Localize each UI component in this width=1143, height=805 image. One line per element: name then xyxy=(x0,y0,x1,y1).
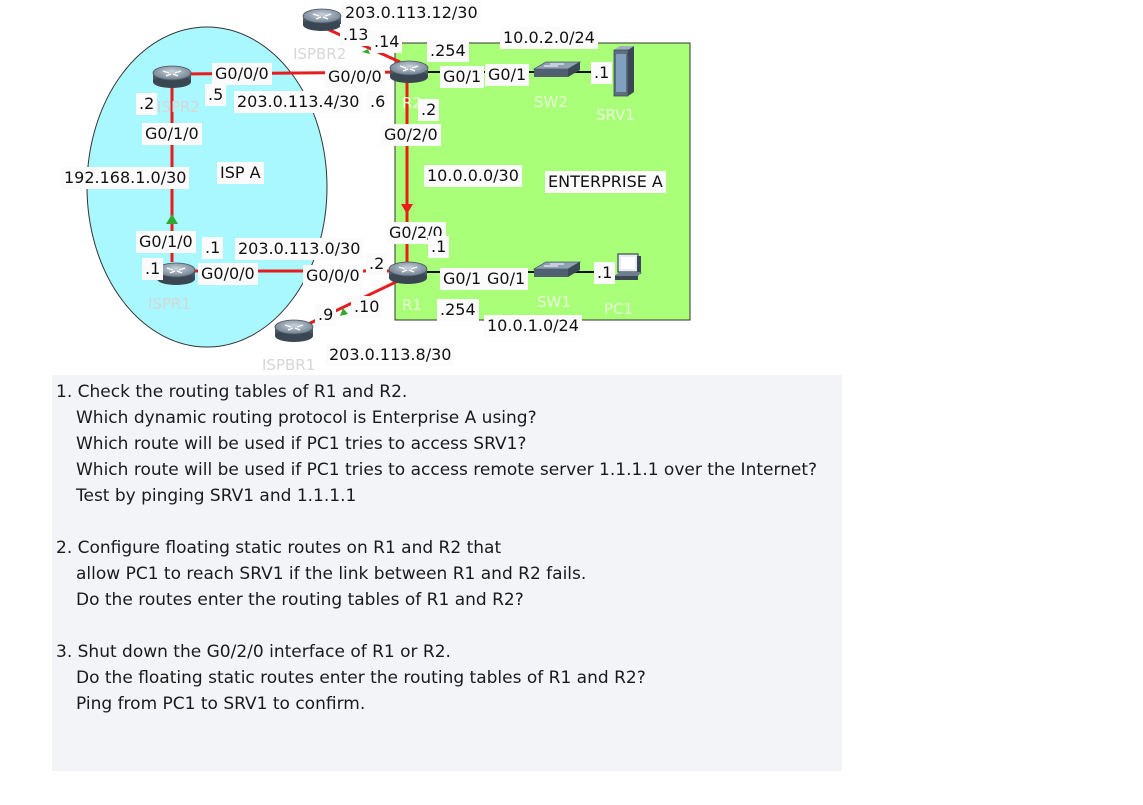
link-state-arrow-down xyxy=(401,204,413,214)
ip-label: .2 xyxy=(136,93,158,115)
ip-label: .10 xyxy=(351,296,383,318)
task-line: Which route will be used if PC1 tries to… xyxy=(76,434,527,454)
network-label: 203.0.113.12/30 xyxy=(342,2,481,24)
ip-label: .1 xyxy=(202,237,224,259)
link-state-arrow-ispbr2 xyxy=(362,49,370,54)
task-line: 2. Configure floating static routes on R… xyxy=(56,538,502,558)
ip-label: .2 xyxy=(418,99,440,121)
router-icon[interactable] xyxy=(156,262,196,285)
task-line: Which route will be used if PC1 tries to… xyxy=(76,460,818,480)
device-label-ispbr1: ISPBR1 xyxy=(262,356,316,374)
task-line: Do the floating static routes enter the … xyxy=(76,668,646,688)
network-label: 203.0.113.8/30 xyxy=(326,344,455,366)
router-icon[interactable] xyxy=(302,8,342,31)
interface-label: G0/1 xyxy=(440,66,485,88)
zone-label-isp: ISP A xyxy=(217,162,264,184)
device-label-pc1: PC1 xyxy=(604,300,634,318)
interface-label: G0/1 xyxy=(440,268,485,290)
device-label-srv1: SRV1 xyxy=(596,106,635,124)
ip-label: .9 xyxy=(315,304,337,326)
ip-label: .1 xyxy=(594,262,616,284)
ip-label: .254 xyxy=(427,40,469,62)
interface-label: G0/1/0 xyxy=(136,231,196,253)
task-line: 1. Check the routing tables of R1 and R2… xyxy=(56,382,408,402)
interface-label: G0/0/0 xyxy=(198,263,258,285)
task-line: allow PC1 to reach SRV1 if the link betw… xyxy=(76,564,587,584)
network-label: 203.0.113.4/30 xyxy=(234,91,363,113)
ip-label: .1 xyxy=(142,258,164,280)
interface-label: G0/0/0 xyxy=(325,66,385,88)
server-icon[interactable] xyxy=(613,46,634,97)
ip-label: .14 xyxy=(371,31,403,53)
network-label: 10.0.1.0/24 xyxy=(484,315,582,337)
pc-icon[interactable] xyxy=(614,253,642,280)
ip-label: .5 xyxy=(205,84,227,106)
router-icon[interactable] xyxy=(274,319,314,342)
device-label-ispr1: ISPR1 xyxy=(148,295,191,313)
interface-label: G0/0/0 xyxy=(303,265,363,287)
interface-label: G0/2/0 xyxy=(381,124,441,146)
network-label: 192.168.1.0/30 xyxy=(61,167,190,189)
network-label: 10.0.2.0/24 xyxy=(500,27,598,49)
task-line: Test by pinging SRV1 and 1.1.1.1 xyxy=(76,486,357,506)
link-state-arrow-ispbr1 xyxy=(340,308,348,316)
device-label-ispr2: ISPR2 xyxy=(157,98,200,116)
ip-label: .1 xyxy=(591,62,613,84)
device-label-r1: R1 xyxy=(402,296,422,314)
ip-label: .13 xyxy=(340,24,372,46)
router-icon[interactable] xyxy=(388,261,428,284)
interface-label: G0/1 xyxy=(485,64,530,86)
network-label: 203.0.113.0/30 xyxy=(235,238,364,260)
ip-label: .254 xyxy=(437,299,479,321)
device-label-sw2: SW2 xyxy=(534,93,568,111)
zone-label-enterprise: ENTERPRISE A xyxy=(545,171,666,193)
device-label-r2: R2 xyxy=(402,94,422,112)
network-label: 10.0.0.0/30 xyxy=(424,165,522,187)
switch-icon[interactable] xyxy=(532,61,582,77)
ip-label: .2 xyxy=(366,253,388,275)
interface-label: G0/1/0 xyxy=(142,123,202,145)
ip-label: .1 xyxy=(428,236,450,258)
task-line: 3. Shut down the G0/2/0 interface of R1 … xyxy=(56,642,451,662)
task-instructions-panel: 1. Check the routing tables of R1 and R2… xyxy=(52,375,842,771)
device-label-ispbr2: ISPBR2 xyxy=(293,45,347,63)
task-line: Which dynamic routing protocol is Enterp… xyxy=(76,408,537,428)
ip-label: .6 xyxy=(367,91,389,113)
interface-label: G0/0/0 xyxy=(212,63,272,85)
device-label-sw1: SW1 xyxy=(537,293,571,311)
task-line: Do the routes enter the routing tables o… xyxy=(76,590,524,610)
link-state-arrow-up xyxy=(166,214,178,224)
task-line: Ping from PC1 to SRV1 to confirm. xyxy=(76,694,366,714)
switch-icon[interactable] xyxy=(532,261,582,277)
interface-label: G0/1 xyxy=(484,268,529,290)
router-icon[interactable] xyxy=(389,60,429,83)
router-icon[interactable] xyxy=(152,65,192,88)
